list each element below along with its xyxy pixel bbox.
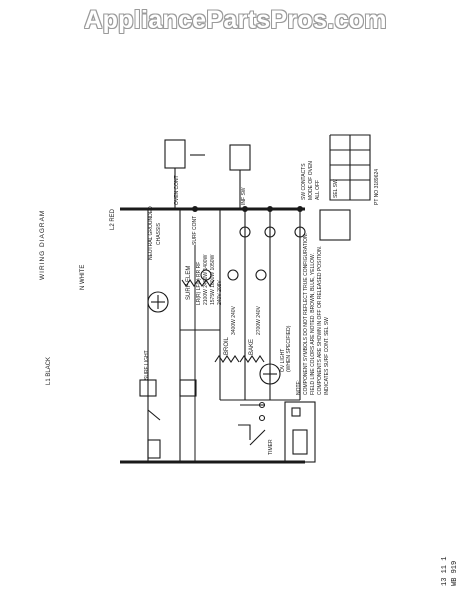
mode-label: MODE OF OVEN [308,161,314,200]
rating-line-1: LR(R) LF(L) RR RF [196,262,202,305]
timer-label: TIMER [268,439,274,455]
pt-box [319,209,351,241]
note-line-1: NOTE: [296,380,302,395]
selector-switch-outline [329,134,371,201]
timer-contact [238,424,251,440]
control-box [229,144,251,171]
infinite-switch-box [179,379,197,397]
surf-elem-label: SURF ELEM [186,266,192,300]
neutral-ground-label: NEUTRAL GROUNDED [148,206,154,260]
note-line-2: COMPONENT SYMBOLS DO NOT REFLECT TRUE CO… [303,233,309,395]
timer-switch [249,429,266,446]
bake-element-resistor [239,355,265,363]
note-line-3: FIELD LINE COLORS ARE NOTED. BROWN, BLUE… [310,253,316,395]
chassis-label: CHASSIS [156,222,162,245]
junction-dot [191,205,199,213]
broil-rating-label: 3400W 240V [231,305,237,335]
surface-element-resistor [181,279,215,287]
junction-dot [296,205,304,213]
legend-box [284,401,316,463]
footer-line-2: WB 919 [451,561,459,586]
terminal-circle [255,269,267,281]
broil-element-resistor [214,355,240,363]
pt-no-label: PT NO 3189624 [374,169,380,205]
infinite-switch-box [139,379,157,397]
note-line-5: INDICATES SURF CONT. SEL SW [324,317,330,395]
note-line-4: COMPONENTS ARE SHOWN IN OFF OR RELEASED … [317,246,323,395]
sel-sw-label: SEL SW [333,179,339,198]
footer-line-1: 13 11 1 [441,557,449,586]
oven-control-box [164,139,186,169]
surf-light-switch [147,439,161,459]
legend-inner [292,429,308,455]
terminal-circle [258,414,266,422]
terminal-circle [294,226,306,238]
sw-contacts-label: SW CONTACTS [301,163,307,200]
bake-label: BAKE [249,339,255,355]
oven-light-label: OV LIGHT [280,349,286,372]
broil-label: BROIL [224,336,230,355]
all-off-label: ALL OFF [315,180,321,200]
junction-dot [266,205,274,213]
watermark-logo: AppliancePartsPros.com [84,6,387,34]
bake-rating-label: 2700W 240V [256,305,262,335]
terminal-circle [227,269,239,281]
legend-swatch [291,407,301,417]
l1-black-label: L1 BLACK [46,357,52,385]
terminal-circle [258,401,266,409]
oven-cont-label: OVEN CONT [174,175,180,205]
oven-light-bulb [259,363,281,385]
inf-sw-label: INF SW [241,187,247,205]
title-label: WIRING DIAGRAM [39,210,46,280]
rating-line-2: 2100W 2400W 1400W [203,254,209,305]
terminal-circle [239,226,251,238]
switch-arm [147,409,161,421]
l2-red-label: L2 RED [110,208,116,230]
rating-line-3: 1575W 1800W 1050W [210,254,216,305]
n-white-label: N WHITE [80,265,86,290]
surf-light-label: SURF LIGHT [144,350,150,380]
terminal-circle [264,226,276,238]
when-specified-label: (WHEN SPECIFIED) [286,325,292,372]
surface-light-bulb [147,291,169,313]
junction-dot [241,205,249,213]
surf-cont-label: SURF CONT [192,216,198,245]
rating-line-4: 240V 208V [217,280,223,305]
